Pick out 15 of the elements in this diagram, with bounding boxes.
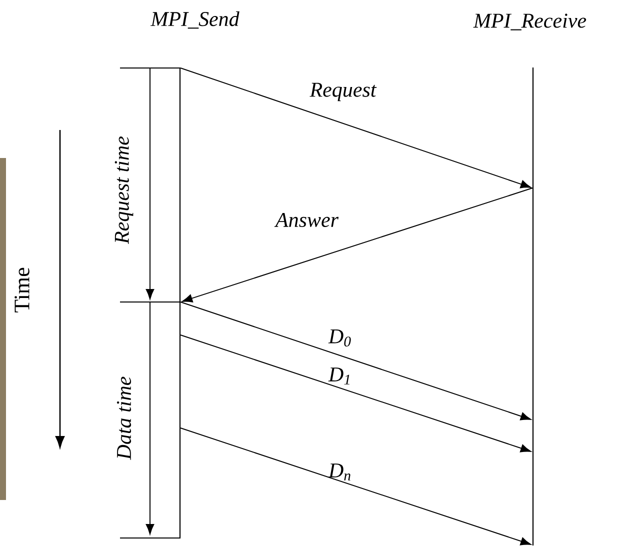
axis-label: Time — [14, 268, 30, 312]
arrow — [180, 428, 531, 546]
edge-label: Answer — [274, 212, 339, 228]
arrow — [182, 188, 533, 302]
lifeline-heading: MPI_Send — [150, 11, 240, 29]
arrow — [180, 68, 531, 188]
lifeline-heading: MPI_Receive — [473, 14, 586, 30]
edge-label: Request — [310, 82, 377, 102]
arrow — [180, 334, 531, 452]
arrow — [180, 302, 531, 420]
axis-label: Request time — [114, 136, 134, 244]
edge-label: D$_{0}$ — [328, 330, 351, 346]
axis-label: Data time — [116, 376, 132, 460]
edge-label: D$_{n}$ — [328, 464, 350, 480]
edge-label: D$_{1}$ — [328, 368, 350, 384]
